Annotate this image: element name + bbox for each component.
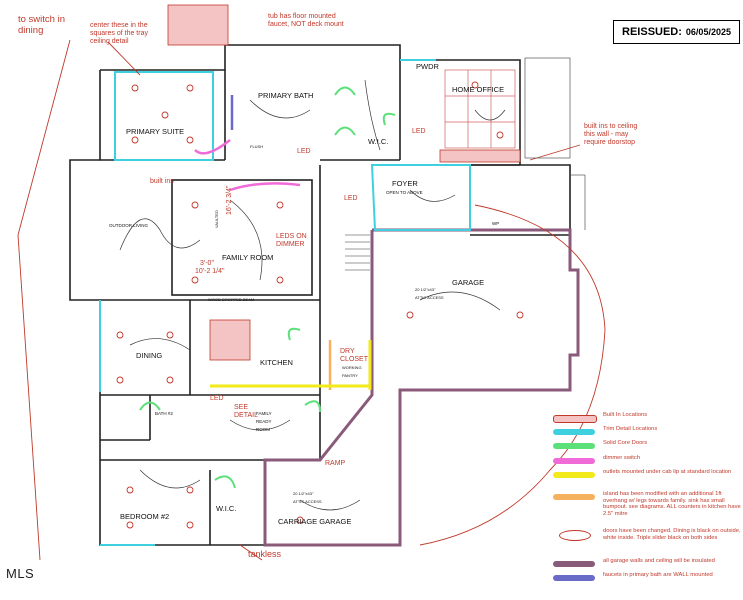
legend-item: faucets in primary bath are WALL mounted <box>553 572 743 586</box>
room-pwdr: PWDR <box>416 62 439 71</box>
attic-access-1: 20 1/2"x43" ATTIC ACCESS <box>415 287 444 300</box>
room-family-ready: FAMILY READY ROOM <box>256 411 272 432</box>
switch-dining-note: to switch in dining <box>18 14 65 36</box>
legend-label: all garage walls and ceiling will be ins… <box>603 558 715 564</box>
room-primary-bath: PRIMARY BATH <box>258 91 314 100</box>
legend-label: island has been modified with an additio… <box>603 491 741 517</box>
garage-walls <box>263 228 580 547</box>
electrical-wiring <box>119 79 506 511</box>
reissued-label: REISSUED: <box>622 26 682 38</box>
legend-label: doors have been changed. Dining is black… <box>603 528 741 541</box>
tankless-note: tankless <box>248 549 282 559</box>
ramp-note: RAMP <box>325 460 346 467</box>
room-primary-suite: PRIMARY SUITE <box>126 127 185 136</box>
stairs <box>345 234 370 271</box>
legend-item: island has been modified with an additio… <box>553 491 743 517</box>
room-wic-primary: W.I.C. <box>368 137 389 146</box>
room-wic-bed2: W.I.C. <box>216 504 237 513</box>
trim-detail-outlines <box>99 59 471 546</box>
led-note-3: LED <box>344 195 358 202</box>
vaulted-label: VAULTED <box>214 210 219 228</box>
room-foyer-sub: OPEN TO ABOVE <box>386 190 423 195</box>
room-pantry: WORKING PANTRY <box>342 365 362 378</box>
reissued-date: 06/05/2025 <box>685 27 731 37</box>
legend-item: Trim Detail Locations <box>553 426 743 440</box>
tray-ceiling-note: center these in the squares of the tray … <box>90 22 148 45</box>
legend-item: Built In Locations <box>553 412 743 426</box>
room-foyer: FOYER <box>392 179 418 188</box>
legend-label: dimmer switch <box>603 455 641 461</box>
ceiling-lights <box>116 81 524 529</box>
legend-swatch <box>553 415 597 423</box>
legend-swatch <box>553 494 595 500</box>
room-home-office: HOME OFFICE <box>452 85 505 94</box>
dry-closet-note: DRY CLOSET <box>340 348 369 363</box>
legend-item: all garage walls and ceiling will be ins… <box>553 558 743 572</box>
see-detail-note: SEE DETAIL <box>234 404 258 419</box>
built-in-areas <box>167 4 521 361</box>
built-ins-note: built ins <box>150 178 174 185</box>
attic-access-2: 20 1/2"x43" ATTIC ACCESS <box>293 491 322 504</box>
built-ins-ceiling-note: built ins to ceiling this wall - may req… <box>584 123 638 146</box>
legend-label: Built In Locations <box>603 412 648 418</box>
legend-item: Solid Core Doors <box>553 440 743 454</box>
building-walls <box>69 44 571 546</box>
dimension-note-3: 3'-0" <box>200 260 214 267</box>
dimension-note-1: 10'-2 1/4" <box>195 268 225 275</box>
tub-note: tub has floor mounted faucet, NOT deck m… <box>268 13 344 28</box>
flush-label: FLUSH <box>250 144 264 149</box>
room-bath2: BATH #2 <box>155 411 173 416</box>
legend-label: outlets mounted under cab lip at standar… <box>603 469 732 475</box>
legend-item: dimmer switch <box>553 455 743 469</box>
legend-swatch <box>553 443 595 449</box>
solid-core-doors <box>139 86 396 489</box>
legend-swatch <box>553 561 595 567</box>
room-bedroom2: BEDROOM #2 <box>120 512 170 521</box>
dimmer-wiring <box>194 95 332 390</box>
room-family-room: FAMILY ROOM <box>222 253 274 262</box>
home-office-grid <box>444 69 516 149</box>
door-change-icon <box>559 530 591 541</box>
legend-item: outlets mounted under cab lip at standar… <box>553 469 743 483</box>
led-note-4: LED <box>210 395 224 402</box>
rear-deck <box>524 57 586 230</box>
room-kitchen: KITCHEN <box>260 358 293 367</box>
legend-swatch <box>553 472 595 478</box>
led-note-1: LED <box>297 148 311 155</box>
room-garage: GARAGE <box>452 278 485 287</box>
dimension-note-2: 16'-2 3/4" <box>226 185 233 215</box>
mls-logo: MLS <box>6 566 35 581</box>
legend-swatch <box>553 458 595 464</box>
outlet-lines <box>210 340 372 390</box>
legend-label: faucets in primary bath are WALL mounted <box>603 572 713 578</box>
legend-swatch <box>553 575 595 581</box>
led-note-2: LED <box>412 128 426 135</box>
annotation-leaders <box>17 39 606 561</box>
legend-label: Trim Detail Locations <box>603 426 658 432</box>
legend-label: Solid Core Doors <box>603 440 648 446</box>
reissued-stamp: REISSUED: 06/05/2025 <box>613 20 740 44</box>
wood-dropped-beam: WOOD DROPPED BEAM <box>208 297 255 302</box>
room-dining: DINING <box>136 351 163 360</box>
legend-item: doors have been changed. Dining is black… <box>553 528 743 542</box>
room-outdoor-living: OUTDOOR LIVING <box>109 223 149 228</box>
room-carriage-garage: CARRIAGE GARAGE <box>278 517 352 526</box>
legend-swatch <box>553 429 595 435</box>
leds-dimmer-note: LEDS ON DIMMER <box>276 233 307 248</box>
wp-label: WP <box>492 221 500 226</box>
